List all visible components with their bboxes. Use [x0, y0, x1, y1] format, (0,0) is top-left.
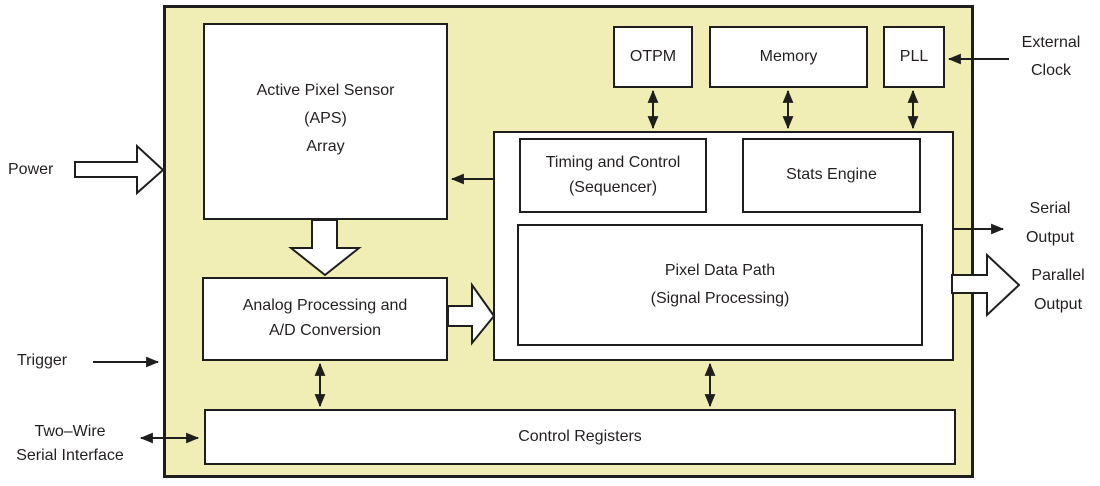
block-label-line: A/D Conversion [268, 322, 382, 339]
block-control-registers: Control Registers [204, 409, 956, 465]
block-pixel-data-path: Pixel Data Path (Signal Processing) [517, 224, 923, 346]
power-arrow [74, 143, 165, 196]
label-line: Serial [1029, 200, 1071, 217]
block-label-line: Stats Engine [786, 166, 877, 184]
label-two-wire-serial-interface: Two–Wire Serial Interface [0, 420, 140, 468]
label-line: Output [1033, 296, 1083, 313]
block-label-line: Control Registers [518, 427, 642, 445]
block-label-line: Pixel Data Path [664, 262, 776, 279]
block-pll: PLL [883, 26, 945, 88]
block-stats-engine: Stats Engine [742, 138, 921, 213]
label-serial-output: Serial Output [1000, 194, 1100, 252]
block-timing-control: Timing and Control (Sequencer) [519, 138, 707, 213]
block-aps-array: Active Pixel Sensor (APS) Array [203, 23, 448, 220]
block-label-line: Memory [759, 47, 818, 65]
block-label-line: Active Pixel Sensor [256, 82, 395, 99]
label-line: Serial Interface [16, 447, 124, 464]
block-analog-processing: Analog Processing and A/D Conversion [202, 277, 448, 361]
label-parallel-output: Parallel Output [1008, 261, 1100, 319]
label-line: Clock [1030, 62, 1071, 79]
block-label-line: Array [306, 138, 345, 155]
block-label-line: PLL [899, 47, 929, 65]
label-line: External [1021, 34, 1081, 51]
block-otpm: OTPM [613, 26, 693, 88]
label-line: Two–Wire [34, 423, 106, 440]
label-trigger: Trigger [17, 352, 68, 369]
label-line: Output [1025, 229, 1075, 246]
label-power: Power [8, 161, 54, 178]
block-label-line: Timing and Control [545, 153, 681, 171]
block-memory: Memory [709, 26, 868, 88]
block-label-line: Analog Processing and [242, 297, 408, 315]
label-external-clock: External Clock [1001, 29, 1100, 85]
block-label-line: OTPM [629, 47, 677, 65]
block-label-line: (Signal Processing) [650, 290, 790, 307]
block-label-line: (APS) [304, 110, 347, 127]
label-line: Parallel [1031, 267, 1085, 284]
block-label-line: (Sequencer) [568, 178, 658, 196]
